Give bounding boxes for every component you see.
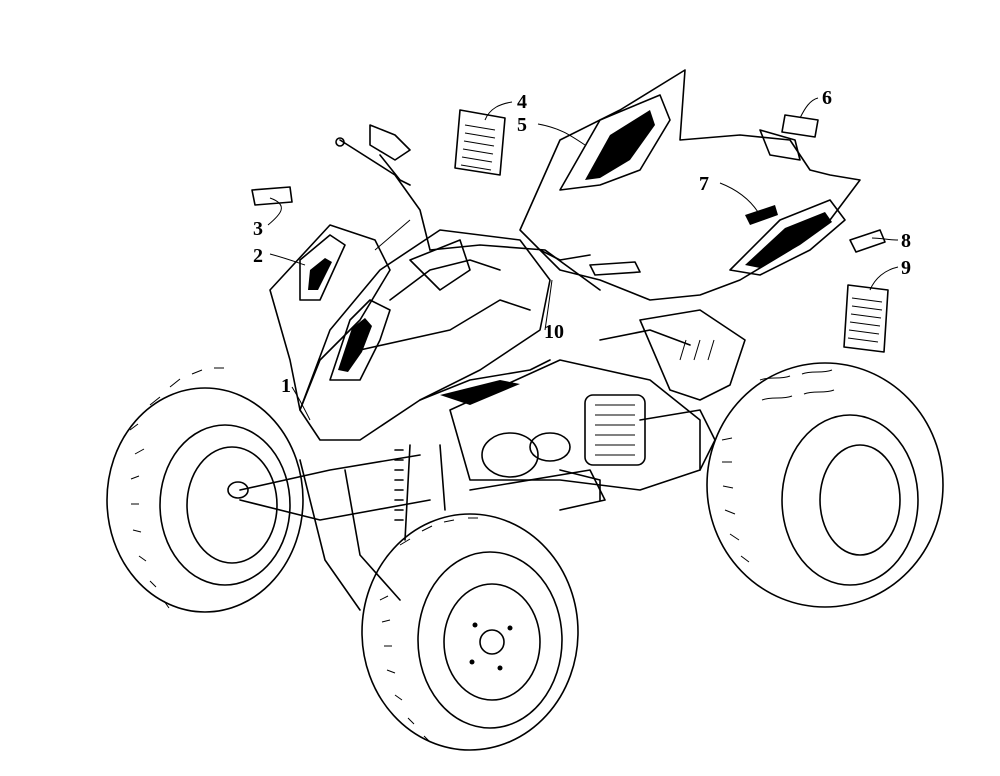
- rear-footwell: [599, 309, 746, 401]
- callout-3: 3: [253, 218, 263, 240]
- handlebars: [335, 124, 601, 291]
- decal-3-icon: [251, 186, 293, 206]
- callout-6: 6: [822, 87, 832, 109]
- front-fender: [269, 224, 391, 411]
- decal-9-warning-label-icon: [843, 284, 889, 353]
- callout-2: 2: [253, 245, 263, 267]
- callout-8: 8: [901, 230, 911, 252]
- callout-7: 7: [699, 173, 709, 195]
- rear-wheel: [706, 362, 944, 608]
- callout-4: 4: [517, 91, 527, 113]
- decal-8-icon: [849, 229, 886, 253]
- decal-4-warning-label-icon: [454, 109, 506, 176]
- leader-lines: [267, 97, 899, 421]
- callout-10: 10: [544, 321, 564, 343]
- front-left-wheel: [106, 367, 304, 613]
- decal-7-icon: [745, 205, 778, 225]
- callout-1: 1: [281, 375, 291, 397]
- engine: [449, 359, 716, 491]
- callout-labels: 1 2 3 4 5 6 7 8 9 10: [253, 87, 911, 397]
- front-suspension: [239, 444, 606, 611]
- front-hood: [299, 229, 551, 441]
- front-right-wheel: [361, 513, 579, 751]
- decal-6-icon: [781, 114, 819, 138]
- callout-9: 9: [901, 257, 911, 279]
- seat-rear-body: [519, 69, 861, 301]
- callout-5: 5: [517, 114, 527, 136]
